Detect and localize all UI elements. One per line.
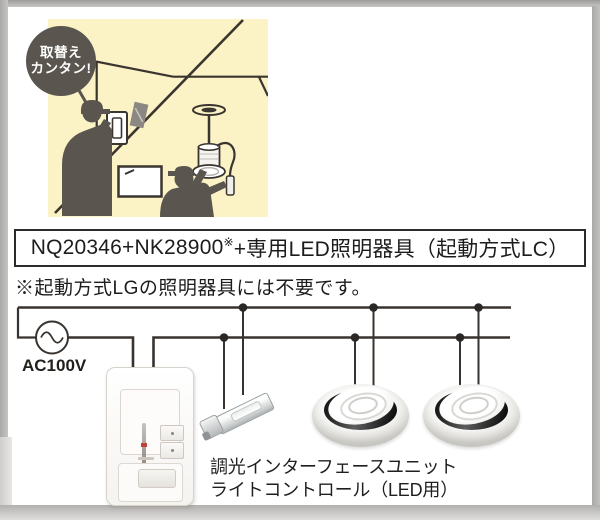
interface-unit-slot [229, 400, 263, 423]
old-switch-plate [129, 101, 149, 129]
downlight-fixture-in-hand [192, 141, 236, 196]
person-installer-left [62, 100, 112, 216]
ac-source-symbol [35, 320, 69, 355]
dimmer-brightness-up-button [160, 425, 184, 441]
wall-mirror [117, 165, 163, 198]
caption-line2: ライトコントロール（LED用） [210, 480, 459, 500]
dimming-interface-unit [198, 386, 278, 448]
speech-bubble: 取替え カンタン! [26, 26, 96, 96]
branch-wires [223, 307, 480, 409]
right-room-ceiling [173, 75, 268, 97]
dimmer-lower-panel [118, 463, 183, 502]
bus-wires [16, 306, 511, 368]
ac-voltage-label: AC100V [22, 356, 87, 375]
fixture-cable [216, 141, 236, 177]
dimmer-upper-panel [120, 389, 184, 468]
caption-line1: 調光インターフェースユニット [210, 457, 458, 477]
page-edge-bottom [0, 505, 600, 520]
page-edge-left-lower [0, 437, 12, 520]
dimmer-brightness-down-button [160, 442, 184, 459]
wiring-schematic: AC100V [16, 303, 511, 409]
wall-switch-rocker [111, 117, 123, 139]
junction-dots [219, 303, 483, 342]
interface-unit-caption: 調光インターフェースユニット ライトコントロール（LED用） [210, 456, 458, 502]
speech-bubble-line1: 取替え [40, 44, 82, 60]
model-code-prefix: NQ20346+NK28900 [30, 236, 224, 259]
page-edge-right [592, 6, 600, 520]
person-installer-right [160, 166, 227, 217]
dimmer-slider-indicator [141, 443, 147, 447]
dimmer-switch-unit [106, 367, 194, 506]
dimmer-rocker-switch [138, 469, 176, 488]
page-edge-top [0, 0, 600, 7]
led-downlight-1 [312, 381, 409, 447]
note-text: ※起動方式LGの照明器具には不要です。 [15, 278, 371, 299]
dimmer-micro-label [138, 457, 154, 460]
led-downlight-2 [423, 381, 520, 447]
model-number-box: NQ20346+NK28900※+専用LED照明器具（起動方式LC） [14, 229, 586, 267]
cable-connector [225, 175, 235, 196]
ceiling-mount-hole [192, 104, 226, 146]
model-code-suffix: +専用LED照明器具（起動方式LC） [233, 238, 570, 261]
speech-bubble-line2: カンタン! [30, 61, 92, 76]
model-superscript-mark: ※ [223, 235, 234, 249]
page-edge-left [0, 0, 8, 437]
